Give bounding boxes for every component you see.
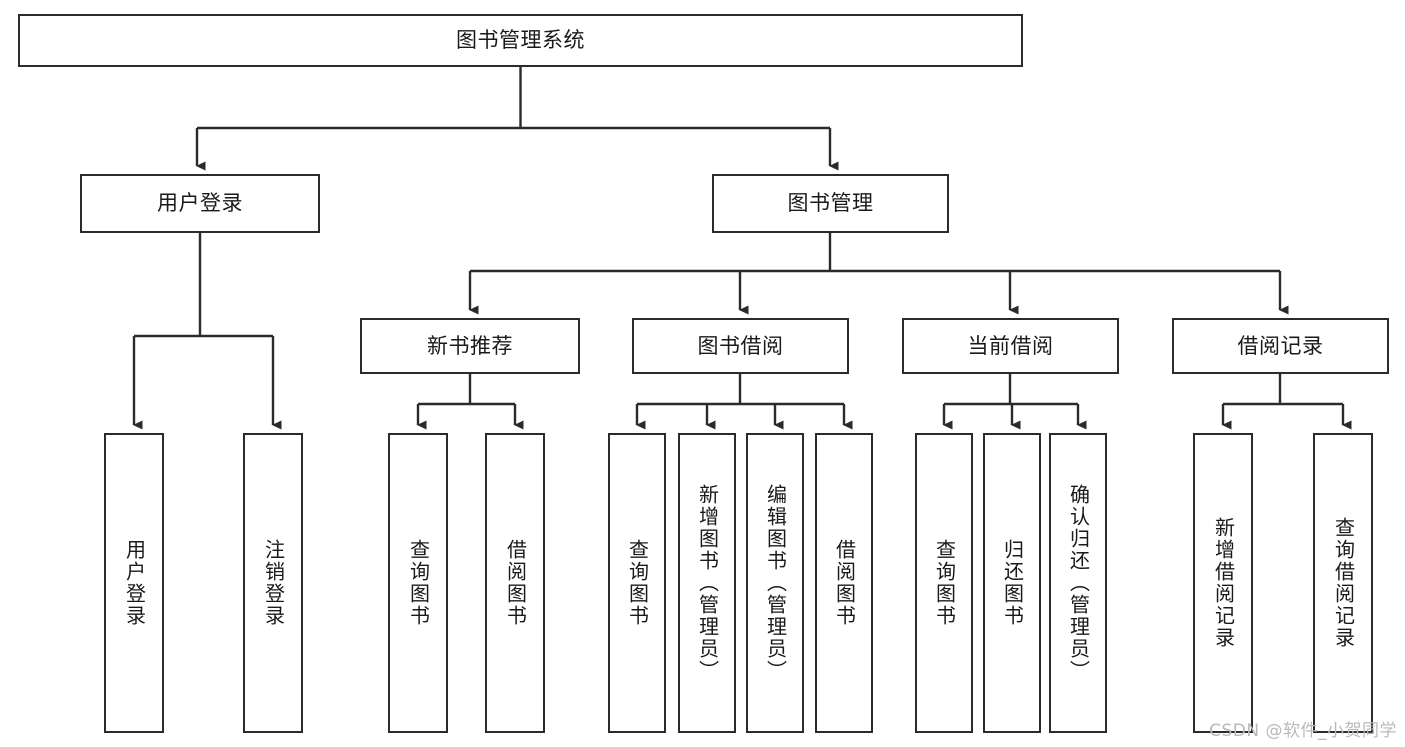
connectors-current-borrow-to-leaves xyxy=(942,374,1087,430)
node-leaf-query-book-current[interactable]: 查询图书 xyxy=(915,433,973,733)
node-leaf-add-book-admin-label: 新增图书（管理员） xyxy=(695,484,720,682)
node-leaf-add-book-admin[interactable]: 新增图书（管理员） xyxy=(678,433,736,733)
node-new-book-recommend[interactable]: 新书推荐 xyxy=(360,318,580,374)
connectors-user-login-to-leaves xyxy=(132,233,282,430)
node-leaf-query-book-borrow-label: 查询图书 xyxy=(625,539,650,627)
node-root-label: 图书管理系统 xyxy=(456,28,585,53)
node-leaf-query-book-rec-label: 查询图书 xyxy=(406,539,431,627)
node-root[interactable]: 图书管理系统 xyxy=(18,14,1023,67)
node-book-borrow-label: 图书借阅 xyxy=(697,333,784,358)
node-leaf-query-book-rec[interactable]: 查询图书 xyxy=(388,433,448,733)
node-leaf-borrow-book[interactable]: 借阅图书 xyxy=(815,433,873,733)
node-user-login-label: 用户登录 xyxy=(157,191,243,216)
node-user-login[interactable]: 用户登录 xyxy=(80,174,320,233)
node-book-manage[interactable]: 图书管理 xyxy=(712,174,949,233)
node-borrow-record[interactable]: 借阅记录 xyxy=(1172,318,1389,374)
node-leaf-user-login-label: 用户登录 xyxy=(122,539,147,627)
node-leaf-add-borrow-record-label: 新增借阅记录 xyxy=(1211,517,1236,649)
node-leaf-query-book-borrow[interactable]: 查询图书 xyxy=(608,433,666,733)
connectors-book-borrow-to-leaves xyxy=(635,374,853,430)
connectors-borrow-record-to-leaves xyxy=(1221,374,1352,430)
node-leaf-edit-book-admin[interactable]: 编辑图书（管理员） xyxy=(746,433,804,733)
node-leaf-borrow-book-rec-label: 借阅图书 xyxy=(503,539,528,627)
node-leaf-borrow-book-rec[interactable]: 借阅图书 xyxy=(485,433,545,733)
connectors-book-manage-to-level3 xyxy=(468,233,1289,315)
node-current-borrow-label: 当前借阅 xyxy=(967,333,1054,358)
node-current-borrow[interactable]: 当前借阅 xyxy=(902,318,1119,374)
node-leaf-edit-book-admin-label: 编辑图书（管理员） xyxy=(763,484,788,682)
node-leaf-add-borrow-record[interactable]: 新增借阅记录 xyxy=(1193,433,1253,733)
node-leaf-return-book-label: 归还图书 xyxy=(1000,539,1025,627)
node-leaf-query-borrow-record[interactable]: 查询借阅记录 xyxy=(1313,433,1373,733)
connectors-new-book-recommend-to-leaves xyxy=(416,374,524,430)
node-leaf-logout-label: 注销登录 xyxy=(261,539,286,627)
node-leaf-confirm-return-admin-label: 确认归还（管理员） xyxy=(1066,484,1091,682)
node-book-borrow[interactable]: 图书借阅 xyxy=(632,318,849,374)
node-leaf-logout[interactable]: 注销登录 xyxy=(243,433,303,733)
node-leaf-user-login[interactable]: 用户登录 xyxy=(104,433,164,733)
connectors-root-to-level2 xyxy=(195,67,839,171)
node-book-manage-label: 图书管理 xyxy=(787,191,874,216)
node-borrow-record-label: 借阅记录 xyxy=(1237,333,1324,358)
node-new-book-recommend-label: 新书推荐 xyxy=(427,333,513,358)
node-leaf-query-borrow-record-label: 查询借阅记录 xyxy=(1331,517,1356,649)
node-leaf-return-book[interactable]: 归还图书 xyxy=(983,433,1041,733)
node-leaf-query-book-current-label: 查询图书 xyxy=(932,539,957,627)
node-leaf-confirm-return-admin[interactable]: 确认归还（管理员） xyxy=(1049,433,1107,733)
watermark: CSDN @软件_小贺同学 xyxy=(1209,721,1397,741)
node-leaf-borrow-book-label: 借阅图书 xyxy=(832,539,857,627)
